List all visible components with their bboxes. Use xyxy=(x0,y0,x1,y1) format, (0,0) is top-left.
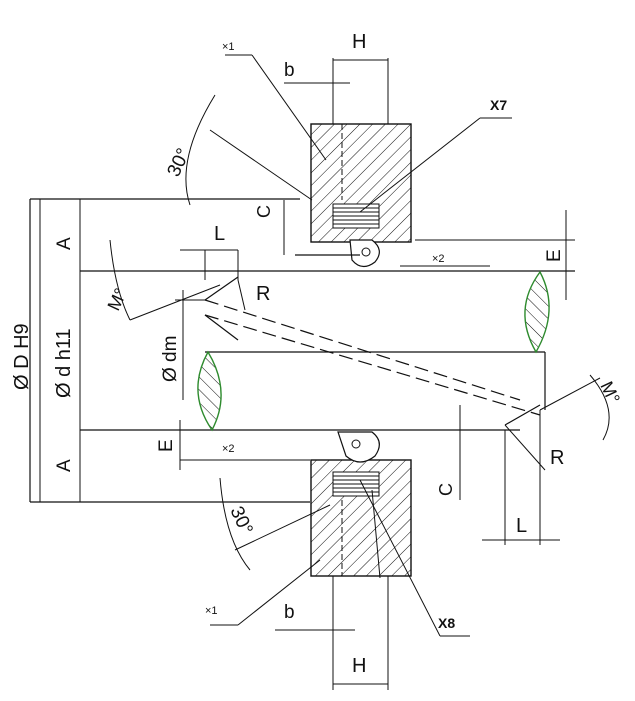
label-r-bottom: R xyxy=(550,447,564,469)
section-lenses xyxy=(197,270,550,432)
label-c-top: C xyxy=(254,205,274,218)
label-x7: X7 xyxy=(490,97,507,113)
label-e-right: E xyxy=(544,249,565,262)
label-a-bottom: A xyxy=(54,459,75,472)
label-l-top: L xyxy=(214,223,225,245)
label-c-bottom: C xyxy=(436,483,456,496)
label-a-top: A xyxy=(54,237,75,250)
label-d-h11: Ø d h11 xyxy=(53,328,75,398)
label-l-bottom: L xyxy=(516,515,527,537)
label-mo-left: M° xyxy=(103,285,131,314)
label-r-top: R xyxy=(256,283,270,305)
label-dm: Ø dm xyxy=(160,336,181,382)
label-x2-top: ×2 xyxy=(432,253,445,265)
bottom-housing xyxy=(310,431,412,579)
label-b-top: b xyxy=(284,60,295,81)
label-mo-right: M° xyxy=(596,378,624,407)
label-e-left: E xyxy=(156,439,177,452)
label-b-bottom: b xyxy=(284,602,295,623)
label-x1-bottom: ×1 xyxy=(205,605,218,617)
label-x1-top: ×1 xyxy=(222,41,235,53)
bore-lines xyxy=(29,198,575,503)
label-x2-bottom: ×2 xyxy=(222,443,235,455)
label-x8: X8 xyxy=(438,615,455,631)
top-housing xyxy=(295,123,412,268)
label-h-top: H xyxy=(352,31,366,53)
chamfer-lines xyxy=(204,276,546,426)
dimension-lines xyxy=(39,54,610,690)
label-h-bottom: H xyxy=(352,655,366,677)
label-d-h9: Ø D H9 xyxy=(11,323,33,390)
